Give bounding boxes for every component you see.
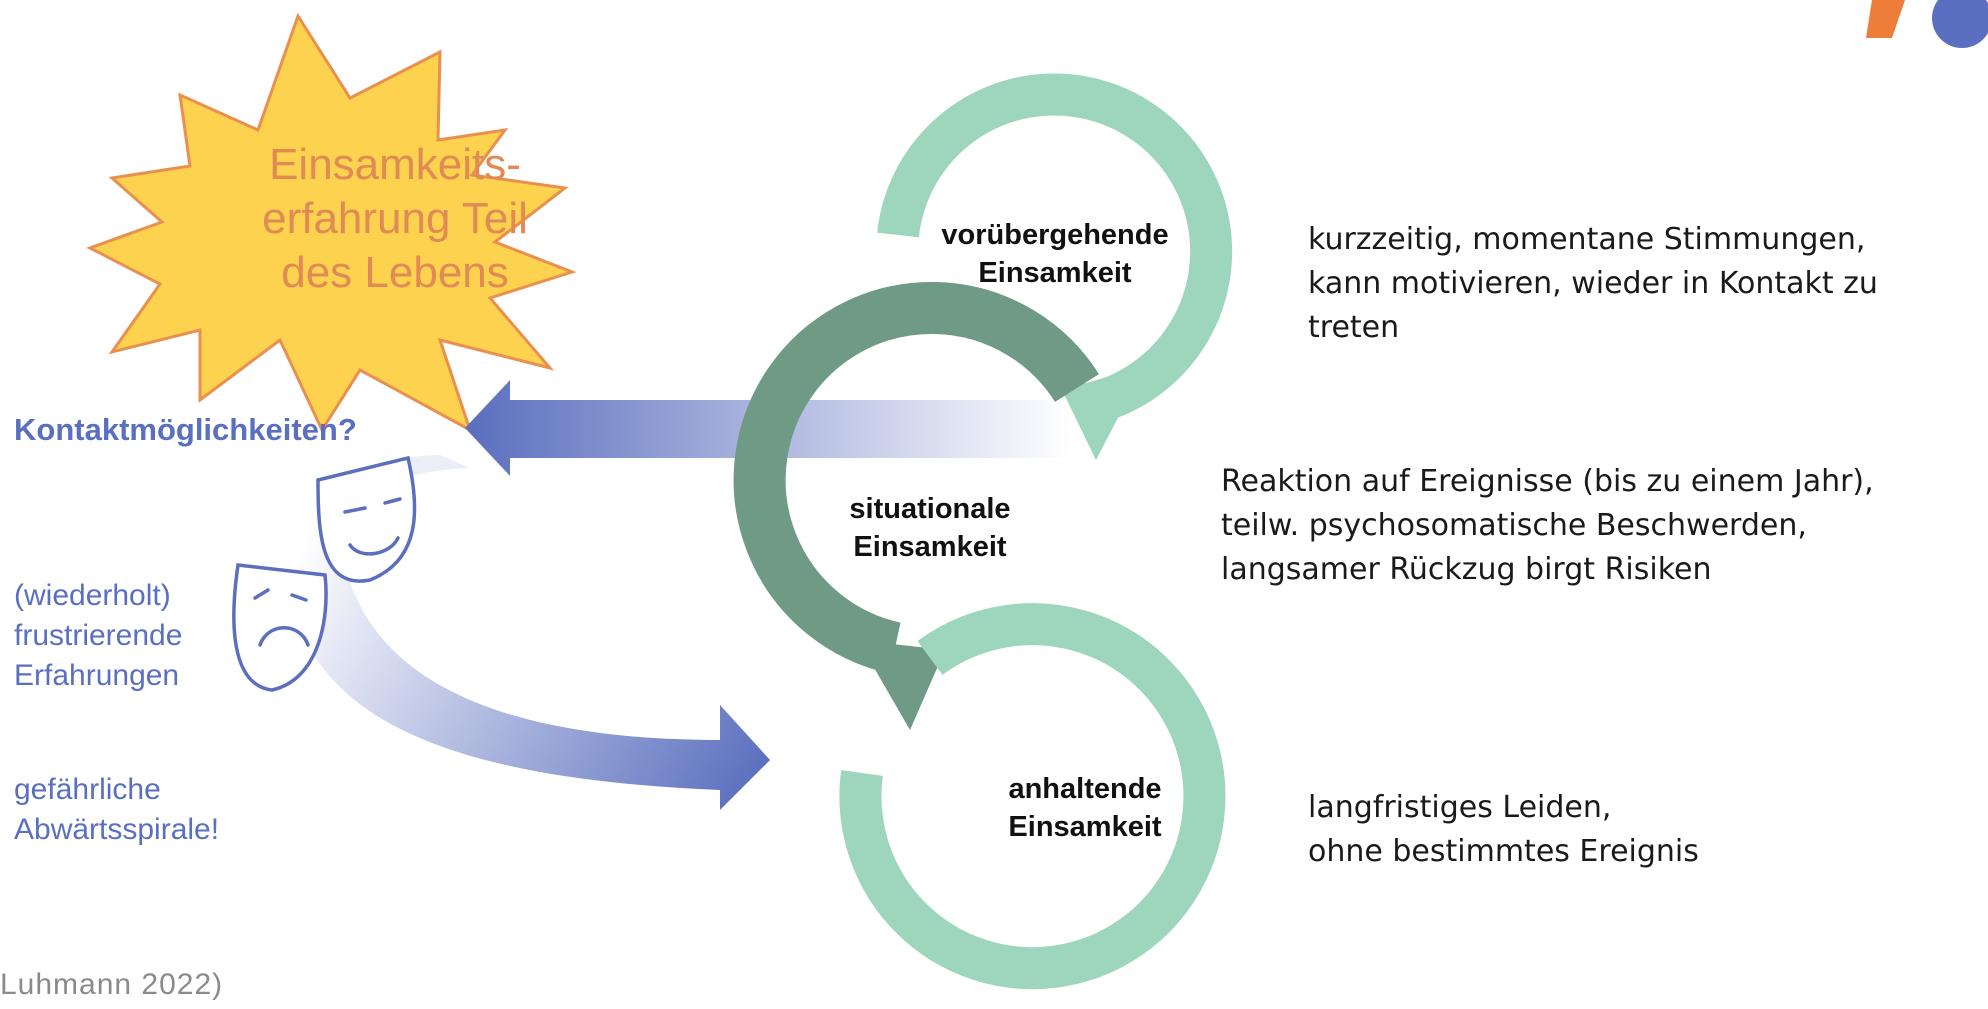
stage-label-line: vorübergehende — [941, 219, 1169, 251]
burst-text: Einsamkeits- erfahrung Teil des Lebens — [215, 138, 575, 300]
description-line: langfristiges Leiden, — [1308, 790, 1612, 825]
description-line: ohne bestimmtes Ereignis — [1308, 834, 1699, 869]
description-line: teilw. psychosomatische Beschwerden, — [1221, 508, 1807, 543]
stage-label-line: Einsamkeit — [853, 531, 1007, 563]
description-line: langsamer Rückzug birgt Risiken — [1221, 552, 1712, 587]
burst-line: Einsamkeits- — [269, 140, 521, 189]
stage-label-persistent: anhaltende Einsamkeit — [935, 770, 1235, 846]
starburst-shape — [86, 12, 577, 434]
left-text-line: frustrierende — [14, 619, 183, 652]
stage-label-line: situationale — [849, 493, 1011, 525]
situational-cycle-arrowhead — [858, 640, 945, 730]
persistent-cycle-arc — [839, 603, 1226, 990]
left-text-line: gefährliche — [14, 773, 161, 806]
spiral-arrow — [290, 500, 770, 810]
left-text-line: Abwärtsspirale! — [14, 813, 220, 846]
description-situational: Reaktion auf Ereignisse (bis zu einem Ja… — [1221, 460, 1874, 592]
downward-spiral-text: gefährliche Abwärtsspirale! — [14, 770, 219, 850]
temporary-cycle-arrowhead — [1062, 366, 1145, 460]
theater-masks-icon — [232, 455, 417, 692]
situational-cycle-arc — [733, 281, 1099, 674]
citation: Luhmann 2022) — [0, 968, 224, 1001]
logo-icon — [1866, 0, 1988, 48]
temporary-cycle-arc — [877, 73, 1233, 420]
stage-label-line: anhaltende — [1008, 773, 1162, 805]
description-persistent: langfristiges Leiden, ohne bestimmtes Er… — [1308, 786, 1699, 874]
stage-label-situational: situationale Einsamkeit — [780, 490, 1080, 566]
frustrating-experiences-text: (wiederholt) frustrierende Erfahrungen — [14, 576, 182, 696]
description-line: treten — [1308, 310, 1400, 345]
description-line: kann motivieren, wieder in Kontakt zu — [1308, 266, 1878, 301]
left-text-line: Erfahrungen — [14, 659, 180, 692]
stage-label-temporary: vorübergehende Einsamkeit — [900, 216, 1210, 292]
contact-question: Kontaktmöglichkeiten? — [14, 412, 357, 447]
description-temporary: kurzzeitig, momentane Stimmungen, kann m… — [1308, 218, 1878, 350]
stage-label-line: Einsamkeit — [1008, 811, 1162, 843]
stage-label-line: Einsamkeit — [978, 257, 1132, 289]
burst-line: des Lebens — [281, 248, 509, 297]
burst-line: erfahrung Teil — [262, 194, 528, 243]
left-text-line: (wiederholt) — [14, 579, 171, 612]
description-line: Reaktion auf Ereignisse (bis zu einem Ja… — [1221, 464, 1874, 499]
description-line: kurzzeitig, momentane Stimmungen, — [1308, 222, 1866, 257]
